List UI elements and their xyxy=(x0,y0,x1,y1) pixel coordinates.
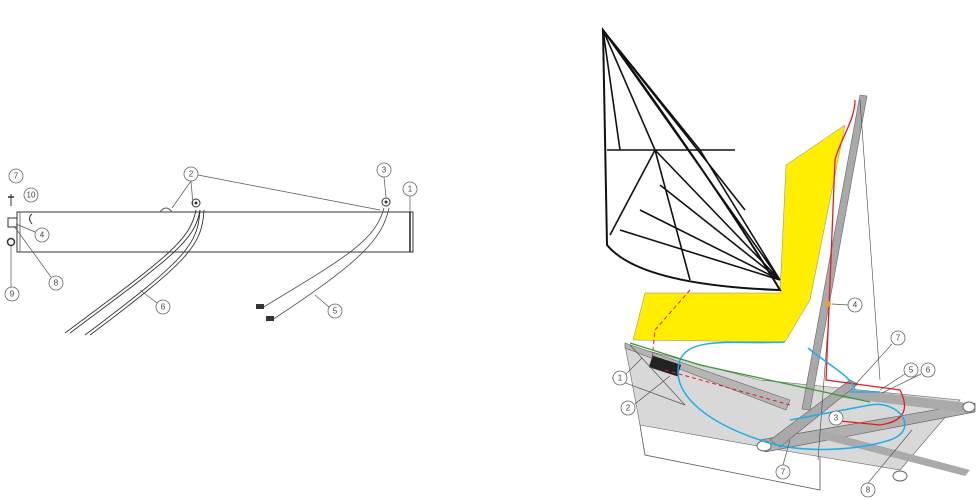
callout-label: 1 xyxy=(618,374,623,383)
spinnaker xyxy=(601,26,782,292)
cable xyxy=(261,207,385,309)
green-line xyxy=(629,342,871,403)
callout-label: 8 xyxy=(866,486,871,495)
callout-label: 5 xyxy=(909,366,914,375)
callout-label: 9 xyxy=(10,290,15,299)
bracket xyxy=(7,217,18,228)
beam xyxy=(16,211,414,253)
left-callouts: 1 2 3 4 5 6 7 8 9 10 xyxy=(4,162,418,319)
callout-label: 3 xyxy=(382,166,387,175)
washer xyxy=(6,237,16,247)
right-callouts: 1 2 3 4 5 6 7 7 8 xyxy=(612,297,936,498)
callout-label: 10 xyxy=(27,191,36,200)
fitting xyxy=(159,207,173,213)
blue-line xyxy=(677,341,906,451)
callout-label: 1 xyxy=(408,185,413,194)
catamaran-diagram xyxy=(601,26,976,491)
yellow-sail xyxy=(632,124,846,343)
callout-label: 7 xyxy=(781,468,786,477)
hook xyxy=(29,213,33,225)
callout-label: 6 xyxy=(926,366,931,375)
orange-marker xyxy=(825,301,831,307)
callout-label: 7 xyxy=(896,334,901,343)
callout-label: 2 xyxy=(626,404,631,413)
boom-block xyxy=(648,355,682,377)
callout-label: 3 xyxy=(834,414,839,423)
callout-label: 4 xyxy=(40,231,45,240)
callout-label: 5 xyxy=(333,307,338,316)
callout-label: 2 xyxy=(189,170,194,179)
callout-label: 8 xyxy=(54,279,59,288)
beam-assembly-diagram xyxy=(6,174,414,336)
callout-label: 6 xyxy=(161,303,166,312)
callout-label: 7 xyxy=(14,172,19,181)
callout-label: 4 xyxy=(853,301,858,310)
strap xyxy=(64,209,197,334)
mast xyxy=(801,94,868,411)
red-line xyxy=(825,99,906,426)
